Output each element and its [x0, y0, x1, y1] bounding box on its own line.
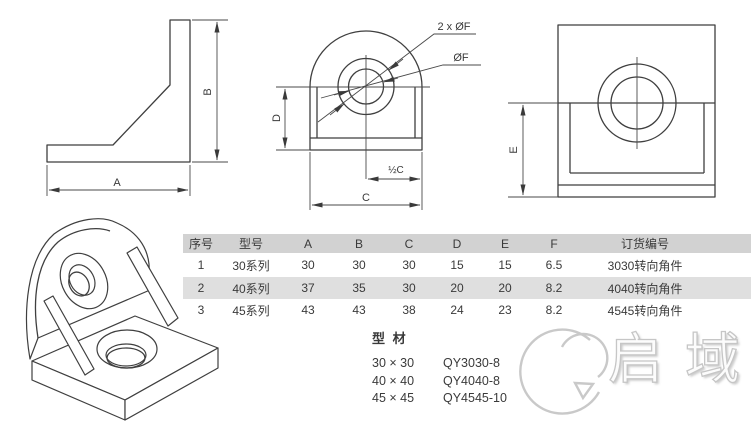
dim-label-d: D	[271, 114, 283, 122]
leader-label-hole: ØF	[453, 52, 469, 64]
watermark-brand-text: 启域	[607, 328, 751, 390]
profile-code: QY3030-8	[443, 356, 500, 370]
cell-a: 37	[301, 281, 315, 295]
cell-d: 15	[450, 258, 464, 272]
cell-a: 30	[301, 258, 315, 272]
col-header-f: F	[550, 236, 558, 251]
cell-f: 6.5	[545, 258, 563, 272]
side-view-drawing: A B	[46, 19, 228, 196]
cell-f: 8.2	[545, 281, 563, 295]
col-header-model: 型号	[238, 237, 263, 251]
spec-table: 序号 型号 A B C D E F 订货编号 1 30系列 30 30 30 1…	[183, 234, 751, 321]
cell-b: 35	[352, 281, 366, 295]
table-row: 1 30系列 30 30 30 15 15 6.5 3030转向角件	[183, 253, 751, 277]
cell-d: 24	[450, 303, 464, 317]
cell-order-code: 3030转向角件	[607, 258, 683, 273]
dim-label-b: B	[202, 88, 214, 95]
col-header-index: 序号	[188, 237, 213, 251]
cell-a: 43	[301, 303, 315, 317]
spec-table-header-row: 序号 型号 A B C D E F 订货编号	[183, 234, 751, 253]
col-header-order-code: 订货编号	[620, 237, 669, 251]
cell-f: 8.2	[545, 303, 563, 317]
col-header-d: D	[452, 236, 462, 251]
cell-d: 20	[450, 281, 464, 295]
col-header-b: B	[354, 236, 363, 251]
table-row: 2 40系列 37 35 30 20 20 8.2 4040转向角件	[183, 277, 751, 299]
dim-label-half-c: ½C	[388, 165, 404, 176]
front-view-drawing: 2 x ØF ØF D ½C C	[271, 21, 481, 210]
cell-model: 45系列	[232, 303, 270, 318]
col-header-a: A	[303, 236, 312, 251]
leader-label-two-holes: 2 x ØF	[437, 21, 470, 33]
cell-index: 3	[197, 303, 205, 317]
dim-label-e: E	[508, 146, 520, 153]
watermark: 启域	[518, 320, 751, 428]
cell-model: 30系列	[232, 258, 270, 273]
brand-logo-q-icon	[519, 328, 609, 415]
dim-label-a: A	[113, 177, 121, 189]
cell-c: 30	[402, 258, 416, 272]
cell-order-code: 4040转向角件	[607, 281, 683, 296]
cell-e: 23	[498, 303, 512, 317]
cell-order-code: 4545转向角件	[607, 303, 683, 318]
list-item: 45 × 45 QY4545-10	[372, 390, 507, 408]
cell-b: 43	[352, 303, 366, 317]
table-row: 3 45系列 43 43 38 24 23 8.2 4545转向角件	[183, 299, 751, 321]
cell-b: 30	[352, 258, 366, 272]
profile-size: 30 × 30	[372, 356, 415, 370]
cell-e: 15	[498, 258, 512, 272]
profile-size: 45 × 45	[372, 391, 415, 405]
isometric-view-drawing	[25, 218, 219, 421]
top-view-drawing: E	[508, 24, 716, 198]
cell-e: 20	[498, 281, 512, 295]
cell-c: 30	[402, 281, 416, 295]
cell-index: 1	[197, 258, 205, 272]
profile-list: 型 材 30 × 30 QY3030-8 40 × 40 QY4040-8 45…	[372, 328, 507, 408]
col-header-e: E	[500, 236, 509, 251]
list-item: 40 × 40 QY4040-8	[372, 373, 507, 391]
profile-size: 40 × 40	[372, 373, 415, 388]
profile-title: 型 材	[372, 331, 408, 346]
profile-code: QY4545-10	[443, 391, 507, 405]
col-header-c: C	[404, 236, 414, 251]
cell-c: 38	[402, 303, 416, 317]
list-item: 30 × 30 QY3030-8	[372, 355, 507, 373]
cell-index: 2	[197, 281, 205, 295]
cell-model: 40系列	[232, 281, 270, 296]
dim-label-c: C	[362, 192, 370, 204]
profile-code: QY4040-8	[443, 373, 500, 388]
